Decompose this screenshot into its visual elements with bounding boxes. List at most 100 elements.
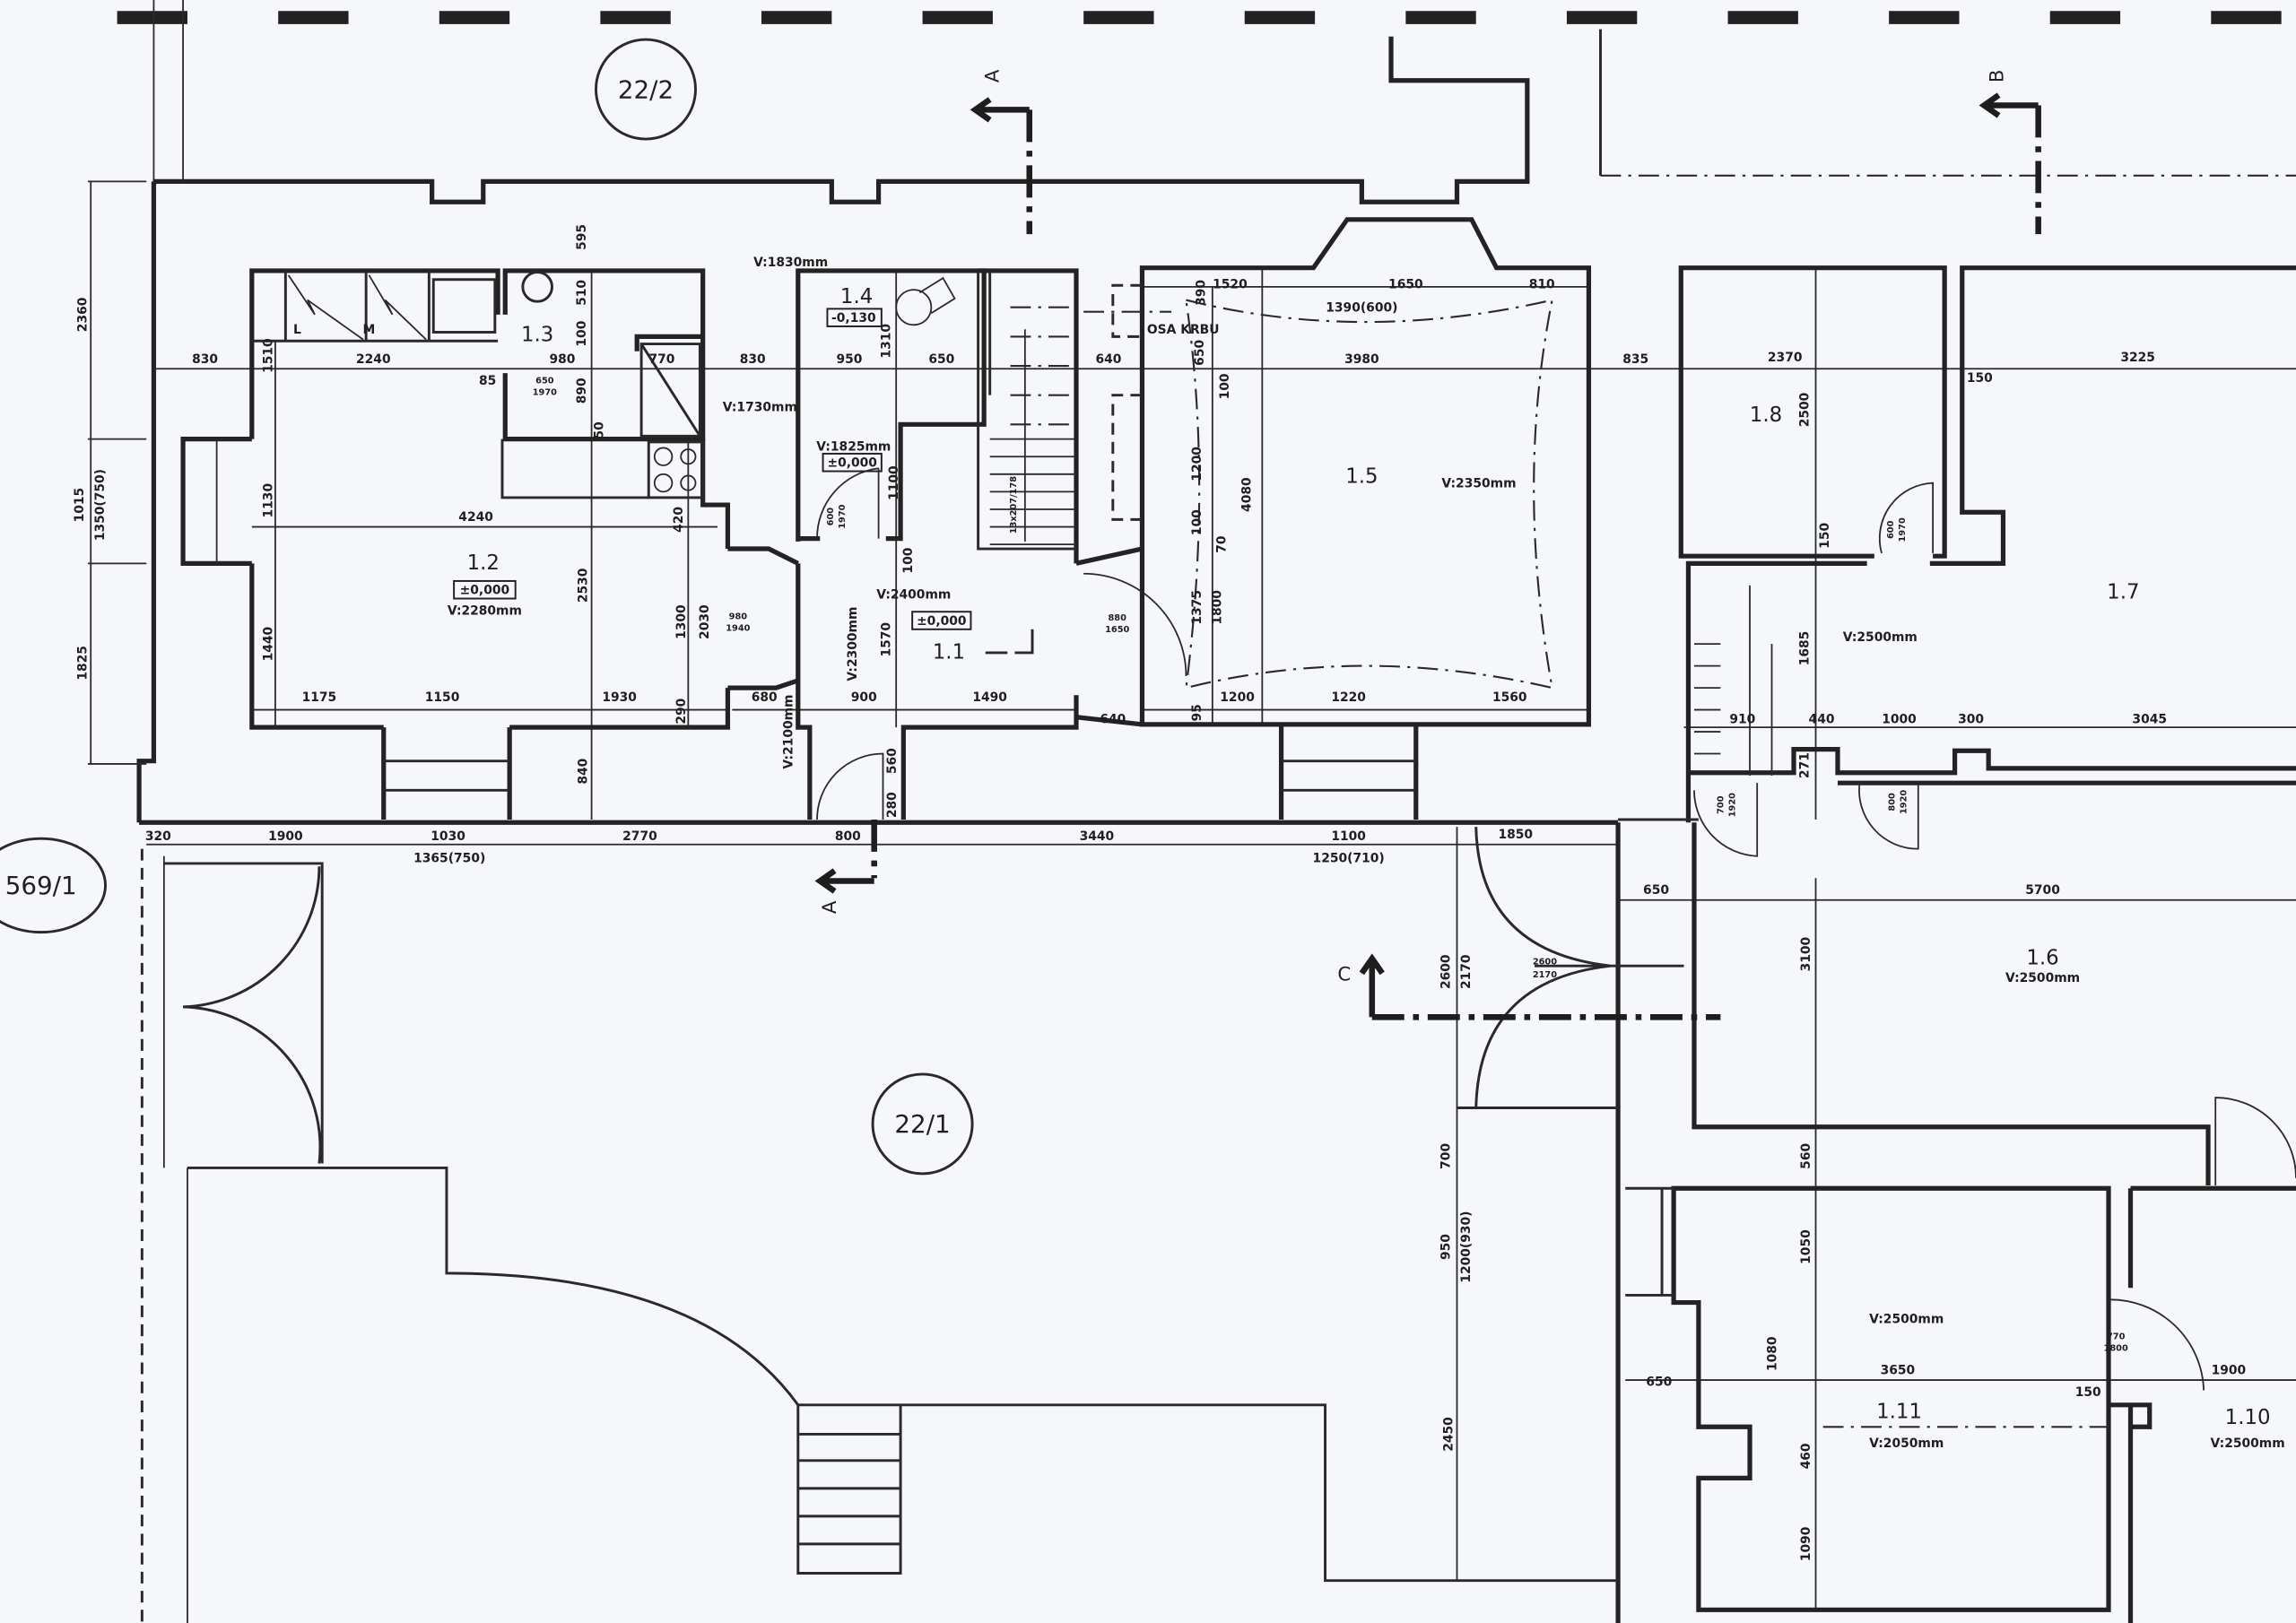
wall-room-1-5 xyxy=(1139,217,1592,727)
door-swing-entrance xyxy=(816,752,884,820)
dimension-label: 1310 xyxy=(880,324,894,359)
connector-walls xyxy=(727,546,799,690)
dimension-label: 1000 xyxy=(1882,712,1917,726)
room-number: 1.4 xyxy=(840,285,873,308)
room-height: V:2280mm xyxy=(448,603,522,618)
dimension-label: 560 xyxy=(1799,1143,1813,1169)
dimension-label: 640 xyxy=(1095,352,1121,367)
dimension-label: 2170 xyxy=(1459,954,1474,989)
wall-room-1-8 xyxy=(1678,265,1947,559)
dimension-label: 1825 xyxy=(75,646,90,681)
courtyard-steps xyxy=(796,1404,902,1575)
dimension-label: 1350(750) xyxy=(93,469,108,541)
dimension-label: 650 xyxy=(1646,1376,1672,1390)
door-label: 770 1800 xyxy=(2104,1332,2128,1353)
section-label-b: B xyxy=(1986,70,2008,83)
dimension-label: 85 xyxy=(479,374,496,388)
dimension-line-south xyxy=(146,843,1619,1623)
door-width: 800 xyxy=(1888,793,1898,812)
room-level: ±0,000 xyxy=(827,456,876,471)
dimension-label: 2770 xyxy=(622,829,657,844)
door-height: 1920 xyxy=(1728,793,1738,817)
dimension-label: 2600 xyxy=(1439,954,1453,989)
cabinet-label: L xyxy=(293,323,301,337)
terrace-steps-west xyxy=(381,727,512,820)
door-label: 700 1920 xyxy=(1717,793,1738,817)
dimension-label: 1015 xyxy=(73,488,87,523)
dimension-label: 1130 xyxy=(262,483,276,518)
kitchen-cabinet-marks xyxy=(287,274,427,341)
stair-treads xyxy=(989,329,1076,546)
dimension-label: 1300 xyxy=(674,604,689,639)
room-height: V:1730mm xyxy=(723,401,797,415)
terrace-step-lines xyxy=(1281,759,1416,792)
door-label: 980 1940 xyxy=(726,612,750,633)
dimension-label: 3980 xyxy=(1344,352,1379,367)
dimension-label: 1080 xyxy=(1765,1336,1779,1371)
stair-label: 13x207/178 xyxy=(1009,476,1019,534)
wall-hall-1-1 xyxy=(796,268,1079,820)
dimension-label: 100 xyxy=(575,321,589,347)
wall-room-1-4 xyxy=(796,268,987,542)
courtyard-gate xyxy=(163,862,324,1164)
door-label: 600 1970 xyxy=(1886,517,1908,542)
dimension-label: 50 xyxy=(593,421,607,438)
dimension-label: 150 xyxy=(1818,523,1832,549)
dimension-label: 1365(750) xyxy=(413,851,485,865)
room-level: ±0,000 xyxy=(460,584,509,598)
dimension-labels-horizontal: 830 2240 980 770 830 950 650 640 3980 83… xyxy=(145,278,2246,1400)
wall-room-1-11-west xyxy=(1625,1186,1674,1297)
dimension-label: 320 xyxy=(145,829,171,844)
dimension-label: 100 xyxy=(1218,373,1232,399)
courtyard-outline xyxy=(187,1166,1619,1583)
terrace-steps-east xyxy=(1278,724,1419,820)
room-height: V:2050mm xyxy=(1869,1436,1944,1451)
section-label-c: C xyxy=(1337,964,1351,986)
door-width: 650 xyxy=(535,377,554,386)
wall-room-1-6 xyxy=(1615,822,2211,1623)
dimension-label: 2530 xyxy=(577,568,591,603)
dimension-label: 460 xyxy=(1799,1443,1813,1469)
dimension-label: 4080 xyxy=(1239,477,1254,512)
door-label: 880 1650 xyxy=(1105,613,1129,635)
dimension-label: 1520 xyxy=(1213,278,1248,292)
dimension-label: 300 xyxy=(1958,712,1984,726)
dimension-label: 650 xyxy=(1643,883,1669,898)
room-height: V:2100mm xyxy=(781,695,796,769)
gate-swing xyxy=(1457,827,1684,1109)
dimension-label: 390 xyxy=(1195,280,1209,306)
door-height: 1940 xyxy=(726,623,750,633)
dimension-label: 1250(710) xyxy=(1313,851,1385,865)
dimension-label: 70 xyxy=(1215,535,1230,552)
dimension-label: 1220 xyxy=(1331,690,1366,705)
dimension-label: 3650 xyxy=(1881,1364,1916,1378)
room-height: V:1830mm xyxy=(753,256,828,270)
level-box xyxy=(826,308,883,327)
wall-room-1-2 xyxy=(249,268,731,730)
room-level: ±0,000 xyxy=(917,614,966,629)
section-arrow-b xyxy=(1979,92,2039,118)
dimension-label: 1375 xyxy=(1190,590,1205,625)
dimension-label: 830 xyxy=(740,352,766,367)
dimension-label: 800 xyxy=(835,829,861,844)
level-box xyxy=(911,611,972,630)
parcel-label-north: 22/2 xyxy=(618,74,674,104)
door-label: 600 1970 xyxy=(826,504,848,528)
section-arrow-c xyxy=(1359,953,1385,1018)
parcel-circle xyxy=(0,837,107,934)
dimension-label: 890 xyxy=(575,378,589,404)
dimension-label: 150 xyxy=(1967,371,1993,386)
dimension-label: 150 xyxy=(2075,1385,2101,1400)
door-height: 2170 xyxy=(1533,970,1557,980)
door-swing-1-10 xyxy=(2109,1298,2205,1391)
dimension-label: 2370 xyxy=(1768,351,1803,365)
dimension-label: 290 xyxy=(674,699,689,725)
property-line-north-double xyxy=(152,0,184,182)
dimension-label: 680 xyxy=(752,690,778,705)
dimension-label: 3225 xyxy=(2120,351,2155,365)
dimension-label: 1090 xyxy=(1799,1527,1813,1562)
section-arrow-a-top xyxy=(970,97,1030,123)
parcel-label-west: 569/1 xyxy=(5,871,77,900)
dimension-label: 271 xyxy=(1797,752,1812,778)
dimension-label: 1100 xyxy=(887,465,901,500)
